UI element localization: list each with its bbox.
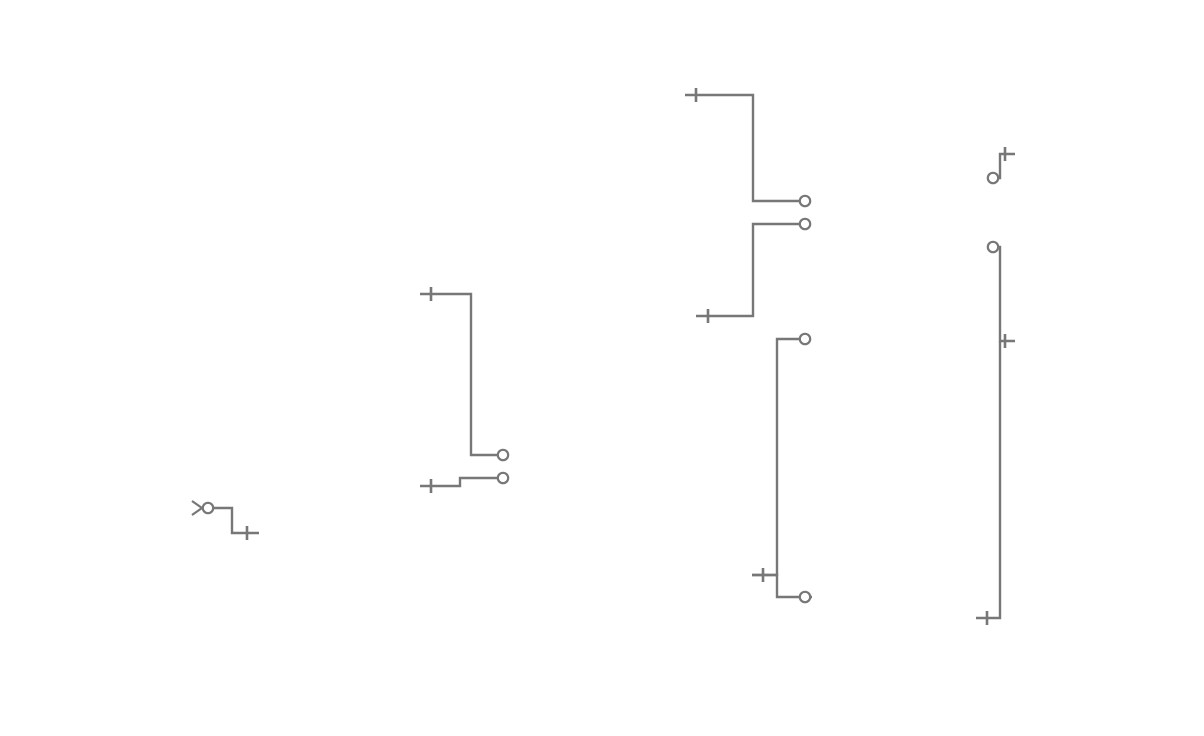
rel-departments-users-line [420,287,510,462]
rel-roles-users-line [420,471,510,493]
rel-permistions-roles-line [191,500,259,540]
rel-organizes-documents-line [986,240,1015,348]
rel-attachment-documents-line [752,332,812,582]
rel-users-documents-line [696,217,812,323]
rel-docorganizes-organizes-line [976,341,1002,625]
rel-attachment-docorganizes-line [752,573,812,604]
rel-signers-documents-line [685,88,812,208]
rel-documenttypes-documents-line [986,147,1015,185]
